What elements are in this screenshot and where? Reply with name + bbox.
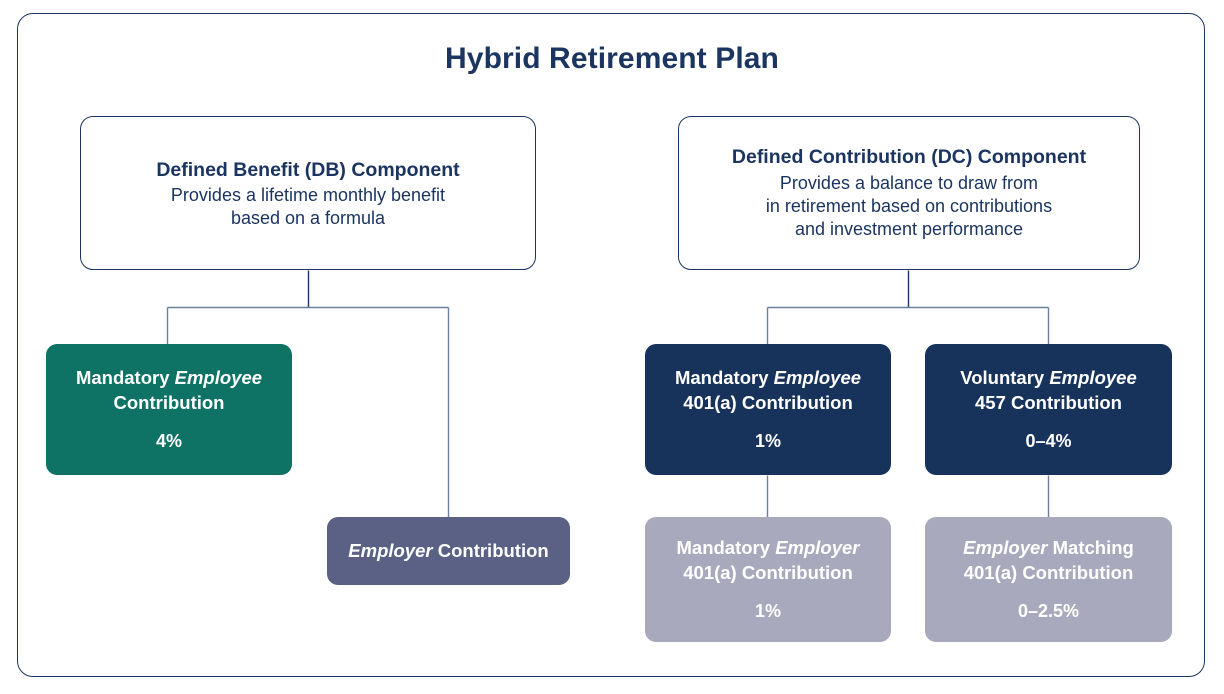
dc-employer-matching-401a-contribution-box: Employer Matching 401(a) Contribution 0–… <box>925 517 1172 642</box>
db-employer-line-1-suffix: Contribution <box>432 539 549 561</box>
dc-employee-401a-percent: 1% <box>754 430 781 451</box>
db-employer-line-1: Employer Contribution <box>348 539 548 564</box>
dc-employer-401a-percent: 1% <box>754 600 781 621</box>
dc-employer-401a-line-2: 401(a) Contribution <box>683 561 853 583</box>
dc-employee-401a-line-1-prefix: Mandatory <box>674 367 774 389</box>
db-employee-line-1-prefix: Mandatory <box>75 367 175 389</box>
dc-employer-match-percent: 0–2.5% <box>1017 600 1080 621</box>
dc-employee-401a-line-1: Mandatory Employee <box>675 366 861 391</box>
dc-component-box: Defined Contribution (DC) Component Prov… <box>678 116 1140 270</box>
dc-employee-457-line-1: Voluntary Employee <box>960 366 1137 391</box>
db-component-heading: Defined Benefit (DB) Component <box>156 158 460 181</box>
db-mandatory-employee-contribution-box: Mandatory Employee Contribution 4% <box>46 344 292 475</box>
dc-component-subline-3: and investment performance <box>794 219 1024 240</box>
db-component-subline-1: Provides a lifetime monthly benefit <box>170 184 446 205</box>
db-employee-percent: 4% <box>155 430 182 451</box>
db-component-subline-2: based on a formula <box>230 208 386 229</box>
dc-employer-match-line-1-suffix: Matching <box>1047 537 1134 559</box>
dc-employee-457-line-1-emphasis: Employee <box>1049 367 1137 389</box>
dc-employee-457-line-2: 457 Contribution <box>975 391 1122 413</box>
dc-employer-match-line-2: 401(a) Contribution <box>963 561 1134 583</box>
db-employer-contribution-box: Employer Contribution <box>327 517 570 585</box>
dc-mandatory-employee-401a-contribution-box: Mandatory Employee 401(a) Contribution 1… <box>645 344 891 475</box>
dc-mandatory-employer-401a-contribution-box: Mandatory Employer 401(a) Contribution 1… <box>645 517 891 642</box>
db-employee-line-1: Mandatory Employee <box>76 366 262 391</box>
dc-employer-401a-line-1-emphasis: Employer <box>775 537 860 559</box>
db-component-box: Defined Benefit (DB) Component Provides … <box>80 116 536 270</box>
dc-employee-457-percent: 0–4% <box>1025 430 1072 451</box>
dc-employer-match-line-1-emphasis: Employer <box>963 537 1048 559</box>
dc-employer-401a-line-1: Mandatory Employer <box>677 536 860 561</box>
dc-employee-401a-line-1-emphasis: Employee <box>773 367 862 389</box>
db-employee-line-1-emphasis: Employee <box>174 367 263 389</box>
diagram-frame <box>17 13 1205 677</box>
dc-employee-401a-line-2: 401(a) Contribution <box>683 391 853 413</box>
db-employer-line-1-emphasis: Employer <box>348 539 433 561</box>
dc-component-subline-1: Provides a balance to draw from <box>779 172 1039 193</box>
dc-component-subline-2: in retirement based on contributions <box>765 196 1053 217</box>
dc-component-heading: Defined Contribution (DC) Component <box>731 145 1087 168</box>
dc-voluntary-employee-457-contribution-box: Voluntary Employee 457 Contribution 0–4% <box>925 344 1172 475</box>
dc-employee-457-line-1-prefix: Voluntary <box>960 367 1050 389</box>
db-employee-line-2: Contribution <box>113 391 225 413</box>
diagram-title: Hybrid Retirement Plan <box>445 42 779 75</box>
dc-employer-match-line-1: Employer Matching <box>963 536 1134 561</box>
dc-employer-401a-line-1-prefix: Mandatory <box>676 537 776 559</box>
